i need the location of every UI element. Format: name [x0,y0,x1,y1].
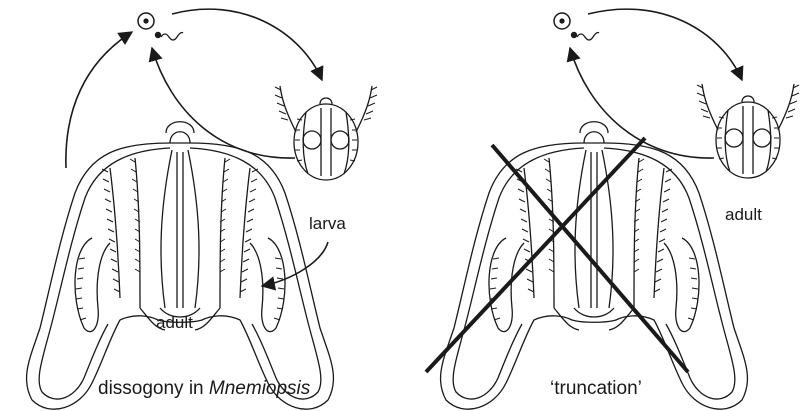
cross-mark-line-1 [492,145,688,372]
right-caption: ‘truncation’ [550,378,642,400]
cross-mark-line-2 [426,138,645,372]
adult-label: adult [156,313,193,333]
arrow-gametes-to-adult [588,9,742,80]
arrow-adult-to-gametes [66,32,132,168]
larva-label: larva [309,214,346,234]
caption-genus: Mnemiopsis [209,378,310,399]
left-panel [27,9,377,409]
arrow-larva-to-adult [262,242,328,286]
small-adult-drawing [697,84,799,178]
caption-prefix: dissogony in [98,378,209,399]
arrow-gametes-to-larva [172,9,322,80]
larva-drawing [275,86,377,180]
gametes-icon [138,13,183,40]
left-caption: dissogony in Mnemiopsis [98,378,310,400]
adult-drawing [27,122,334,409]
adult-label-right: adult [725,205,762,225]
gametes-icon [554,13,599,40]
arrow-larva-to-gametes [152,48,295,158]
